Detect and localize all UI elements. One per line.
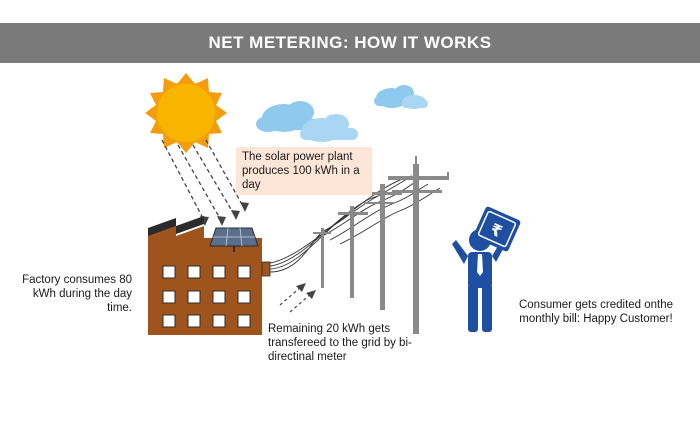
sunlight-arrows [161, 139, 245, 223]
factory-consumption-label: Factory consumes 80 kWh during the day t… [22, 274, 132, 314]
power-pole-icon [313, 156, 449, 334]
cloud-icon [256, 101, 316, 132]
meter-box [261, 261, 271, 277]
title-banner: NET METERING: HOW IT WORKS [0, 23, 700, 63]
solar-panel-icon [209, 227, 259, 252]
page-title: NET METERING: HOW IT WORKS [208, 33, 492, 52]
consumer-credit-label: Consumer gets credited onthe monthly bil… [518, 299, 674, 325]
grid-flow-arrows [279, 285, 313, 313]
solar-production-label: The solar power plant produces 100 kWh i… [236, 147, 372, 195]
cloud-icon [300, 114, 358, 142]
bill-icon [473, 206, 521, 252]
cloud-icon [402, 95, 428, 109]
sun-icon [145, 73, 227, 153]
grid-transfer-label: Remaining 20 kWh gets transfereed to the… [268, 323, 412, 363]
